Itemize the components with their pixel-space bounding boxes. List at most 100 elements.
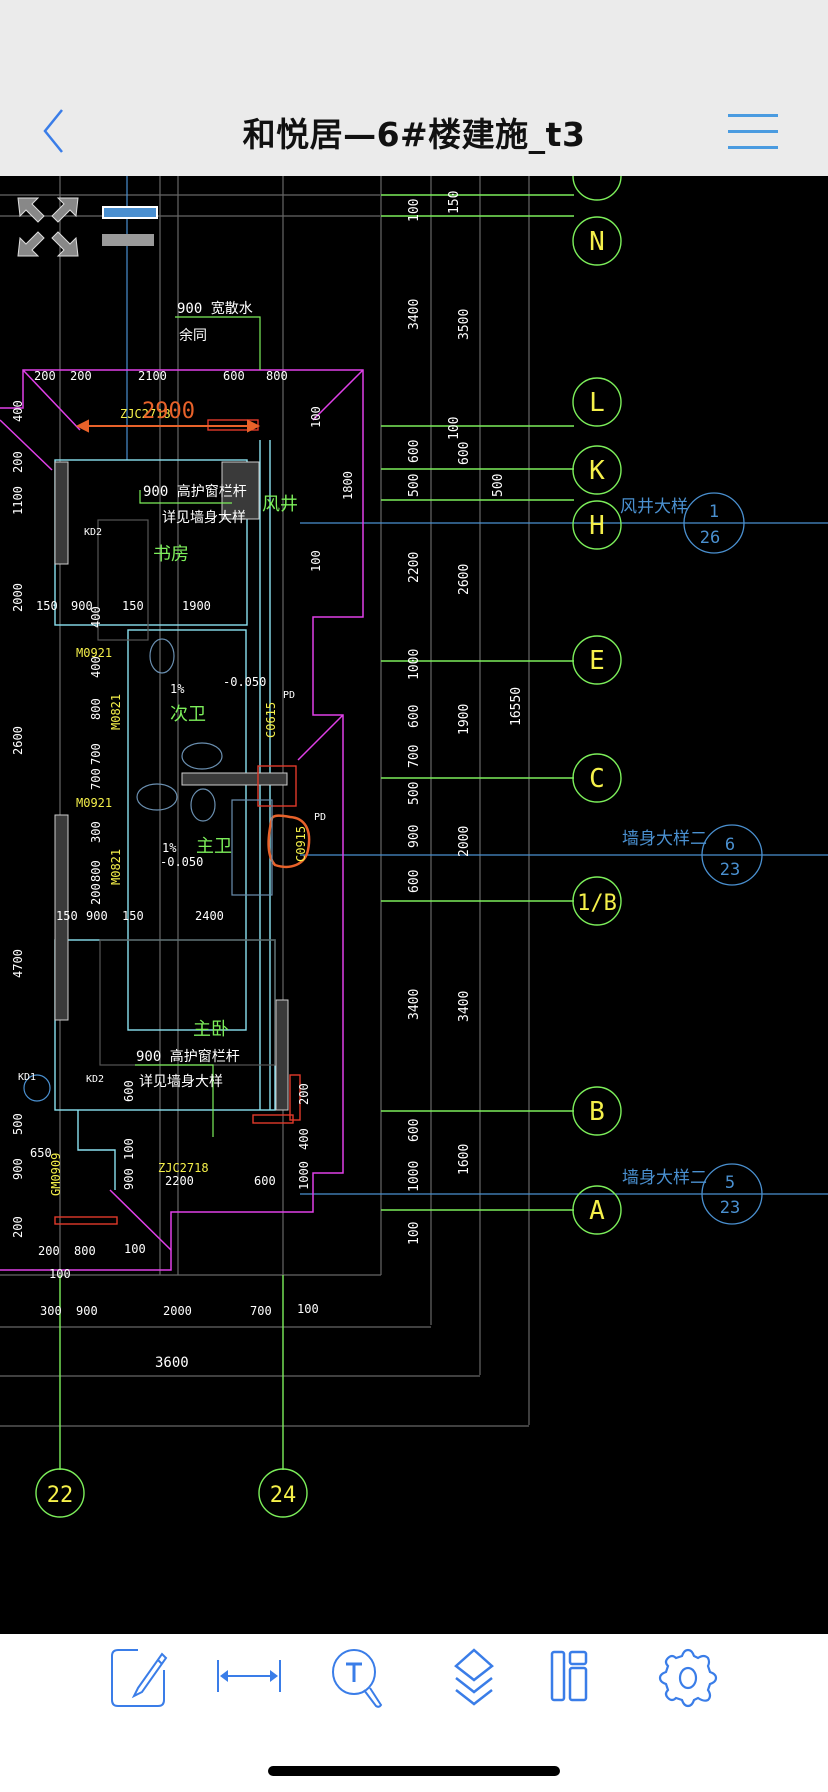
settings-button[interactable]: [658, 1648, 722, 1712]
dim-text: 300: [89, 821, 103, 843]
dim-text: 1000: [297, 1161, 311, 1190]
room-label: 风井: [262, 494, 298, 515]
horizontal-dimensions: 200 200 2100 600 800 150 900 150 1900 15…: [30, 369, 319, 1371]
dim-text: 1000: [407, 1161, 422, 1192]
dim-text: 200: [70, 369, 92, 383]
drawing-canvas[interactable]: N L K H E C 1/B B A 22 24 风井大样 1 26 墙身大样…: [0, 176, 828, 1634]
dim-text: 100: [49, 1267, 71, 1281]
axis-lines: [59, 194, 574, 1470]
dim-text: 800: [89, 698, 103, 720]
axis-labels: N L K H E C 1/B B A 22 24: [47, 227, 617, 1508]
detail-ref-sheet: 26: [700, 528, 720, 548]
dim-text: 800: [266, 369, 288, 383]
dim-text: 100: [309, 550, 323, 572]
dim-text: 200: [11, 451, 25, 473]
dim-text: 2000: [457, 826, 472, 857]
dim-text: 600: [407, 1119, 422, 1142]
detail-lines: [126, 176, 828, 1195]
menu-button[interactable]: [728, 112, 780, 152]
small-tags: PD PD KD1 KD2 KD2 1% -0.050 1% -0.050: [18, 527, 326, 1085]
annotate-button[interactable]: [108, 1648, 172, 1712]
dim-text: 900: [76, 1304, 98, 1318]
note-text: 900 高护窗栏杆: [143, 483, 247, 500]
dim-text: 400: [89, 606, 103, 628]
dim-text: 3400: [457, 991, 472, 1022]
dim-text: 600: [122, 1080, 136, 1102]
tag-text: PD: [283, 690, 295, 701]
dim-text: 900: [122, 1168, 136, 1190]
measure-distance-icon: [217, 1660, 281, 1692]
tag-text: C0915: [294, 826, 308, 862]
note-text: 详见墙身大样: [162, 510, 246, 526]
layout-button[interactable]: [550, 1648, 614, 1712]
fullscreen-button[interactable]: [16, 196, 80, 258]
dim-text: 600: [407, 440, 422, 463]
home-indicator: [268, 1766, 560, 1776]
dim-text: 400: [89, 656, 103, 678]
note-text: 900 宽散水: [177, 300, 253, 317]
detail-bubbles: [683, 492, 763, 1225]
dim-text: 900: [71, 599, 93, 613]
dim-text: 600: [407, 870, 422, 893]
measure-button[interactable]: [216, 1648, 281, 1712]
dim-text: 200: [11, 1216, 25, 1238]
tag-text: 1%: [170, 682, 185, 696]
dim-text: 500: [407, 474, 422, 497]
room-label: 书房: [153, 544, 189, 565]
dim-text: 500: [491, 474, 506, 497]
dim-text: 2600: [457, 564, 472, 595]
dim-text: 800: [74, 1244, 96, 1258]
vertical-dimensions: 3400 3500 600 600 500 500 2200 2600 1000…: [407, 191, 524, 1245]
chevron-left-icon: [43, 109, 63, 153]
detail-ref-label: 风井大样: [620, 497, 688, 517]
dim-text: 200: [38, 1244, 60, 1258]
dim-text: 150: [56, 909, 78, 923]
dim-text: 700: [89, 743, 103, 765]
layers-icon: [454, 1648, 494, 1706]
axis-label: A: [589, 1196, 605, 1226]
nav-bar: 和悦居—6#楼建施_t3: [0, 60, 828, 176]
dim-text: 150: [122, 909, 144, 923]
axis-label: B: [589, 1097, 605, 1127]
dim-text: 150: [36, 599, 58, 613]
room-label: 主卫: [196, 836, 232, 857]
tag-text: PD: [314, 812, 326, 823]
leader-lines: [135, 316, 261, 1137]
axis-label: E: [589, 646, 605, 676]
dim-text: 900: [11, 1158, 25, 1180]
notes: 900 宽散水 余同 900 高护窗栏杆 详见墙身大样 900 高护窗栏杆 详见…: [136, 300, 253, 1090]
dim-text: 3400: [407, 989, 422, 1020]
dim-text: 2200: [407, 552, 422, 583]
dim-text: 800: [89, 860, 103, 882]
tag-text: C0615: [264, 702, 278, 738]
component-tags: ZJC2718 ZJC2718 M0921 M0821 M0921 M0821 …: [49, 407, 308, 1196]
bottom-toolbar: [0, 1634, 828, 1792]
dim-text: 2400: [195, 909, 224, 923]
dim-text: 700: [250, 1304, 272, 1318]
dim-text: 600: [223, 369, 245, 383]
detail-ref-num: 1: [709, 502, 719, 522]
gear-icon: [658, 1648, 718, 1708]
expand-arrows-icon: [17, 197, 79, 257]
dim-text: 600: [254, 1174, 276, 1188]
back-button[interactable]: [36, 104, 76, 154]
detail-ref-sheet: 23: [720, 860, 740, 880]
dim-text: 300: [40, 1304, 62, 1318]
dim-text: 2200: [165, 1174, 194, 1188]
axis-label: N: [589, 227, 605, 257]
columns: [54, 461, 289, 1111]
dim-text: 1600: [457, 1144, 472, 1175]
dim-text: 150: [447, 191, 462, 214]
axis-label: C: [589, 764, 605, 794]
text-search-button[interactable]: [330, 1648, 394, 1712]
dim-text: 900: [86, 909, 108, 923]
zoom-in-button[interactable]: [102, 206, 158, 219]
status-bar: [0, 0, 828, 60]
zoom-out-button[interactable]: [102, 234, 154, 246]
note-text: 余同: [179, 327, 207, 344]
dim-text: 200: [89, 883, 103, 905]
layers-button[interactable]: [444, 1648, 508, 1712]
roof-outline: [0, 369, 364, 1271]
dim-text: 100: [124, 1242, 146, 1256]
dim-text: 100: [407, 1222, 422, 1245]
